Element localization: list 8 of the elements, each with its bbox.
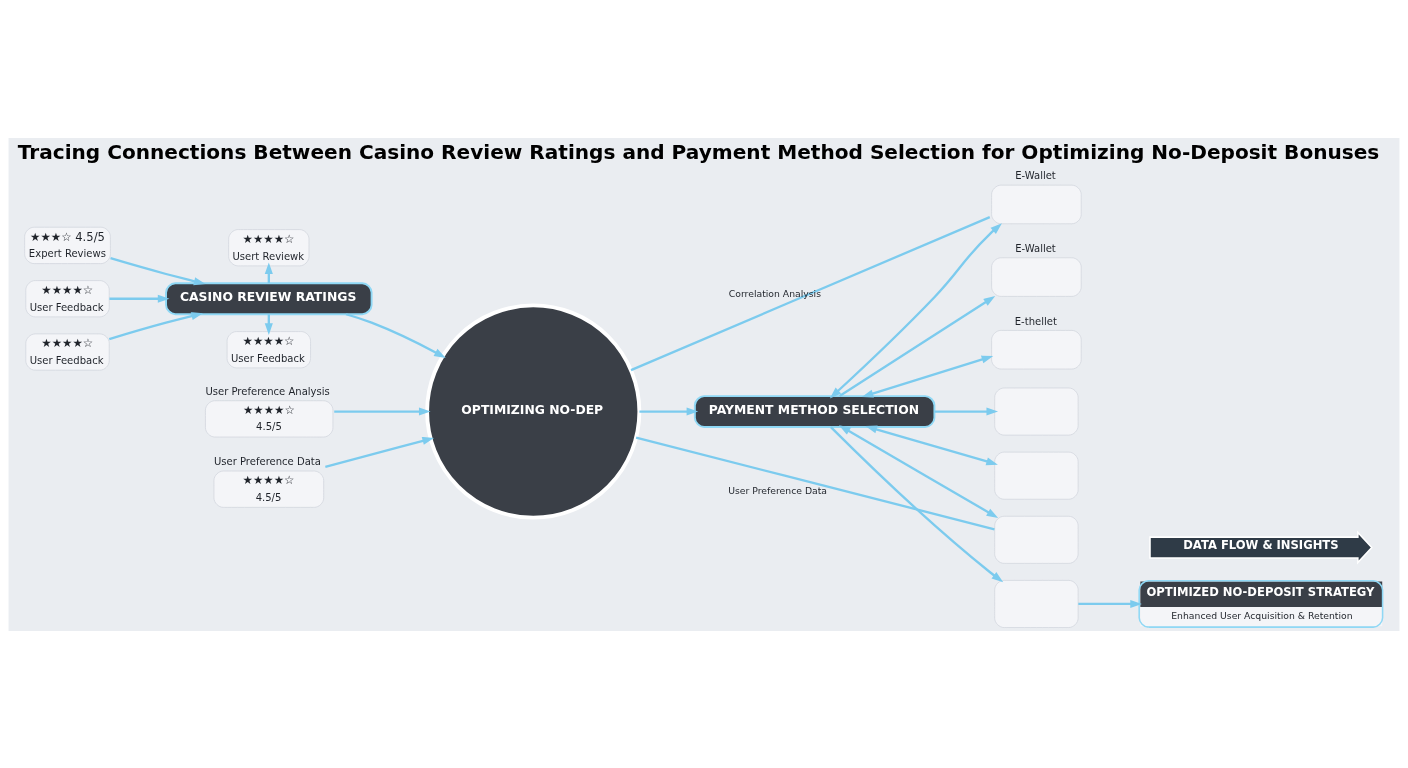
node-label: E-Wallet [1015, 169, 1056, 181]
diagram-title: Tracing Connections Between Casino Review Ratings and Payment Method Selection for Optimizing No-Deposit Bonuses [17, 139, 1380, 164]
node-label: User Preference Data [213, 455, 321, 467]
node-label: User Preference Analysis [205, 385, 330, 397]
edge-label: Correlation Analysis [728, 287, 822, 299]
edge-label: User Preference Data [728, 484, 828, 496]
node-label: E-Wallet [1015, 242, 1056, 254]
node-label: E-thellet [1014, 315, 1057, 327]
